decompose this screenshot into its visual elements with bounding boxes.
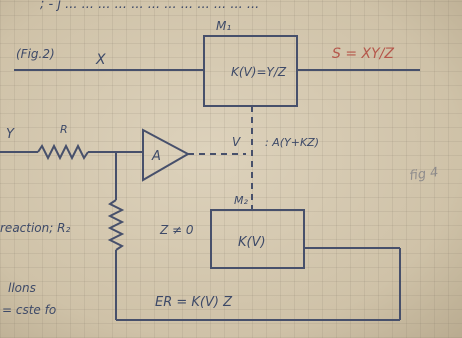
output-s-formula: S = XY/Z: [332, 46, 394, 62]
multiplier-box-m2: [210, 209, 305, 269]
z-note: Z ≠ 0: [159, 223, 194, 237]
m1-formula: K(V)=Y/Z: [231, 65, 287, 79]
fig-margin-note: fig 4: [408, 165, 439, 184]
feedback-note: : A(Y+KZ): [265, 136, 319, 149]
input-y-label: Y: [6, 127, 15, 142]
m1-label: M₁: [216, 19, 231, 33]
amplifier-triangle: [142, 128, 191, 182]
amplifier-label: A: [151, 149, 161, 164]
input-x-label: X: [95, 52, 106, 68]
bottom-left-note-2: = cste fo: [2, 303, 56, 317]
fig-ref-label: (Fig.2): [16, 47, 55, 61]
bottom-left-note-1: llons: [8, 281, 36, 295]
v-label: V: [232, 135, 241, 149]
m2-box-label: K(V): [238, 235, 266, 250]
resistor-r-label: R: [60, 123, 68, 136]
header-fragment: ; - j ... ... ... ... ... ... ... ... ..…: [40, 0, 259, 12]
reaction-label: reaction; R₂: [0, 221, 70, 235]
resistor-r: [37, 143, 89, 161]
resistor-r2: [107, 199, 125, 251]
er-formula: ER = K(V) Z: [155, 295, 233, 310]
m2-label: M₂: [234, 194, 248, 207]
